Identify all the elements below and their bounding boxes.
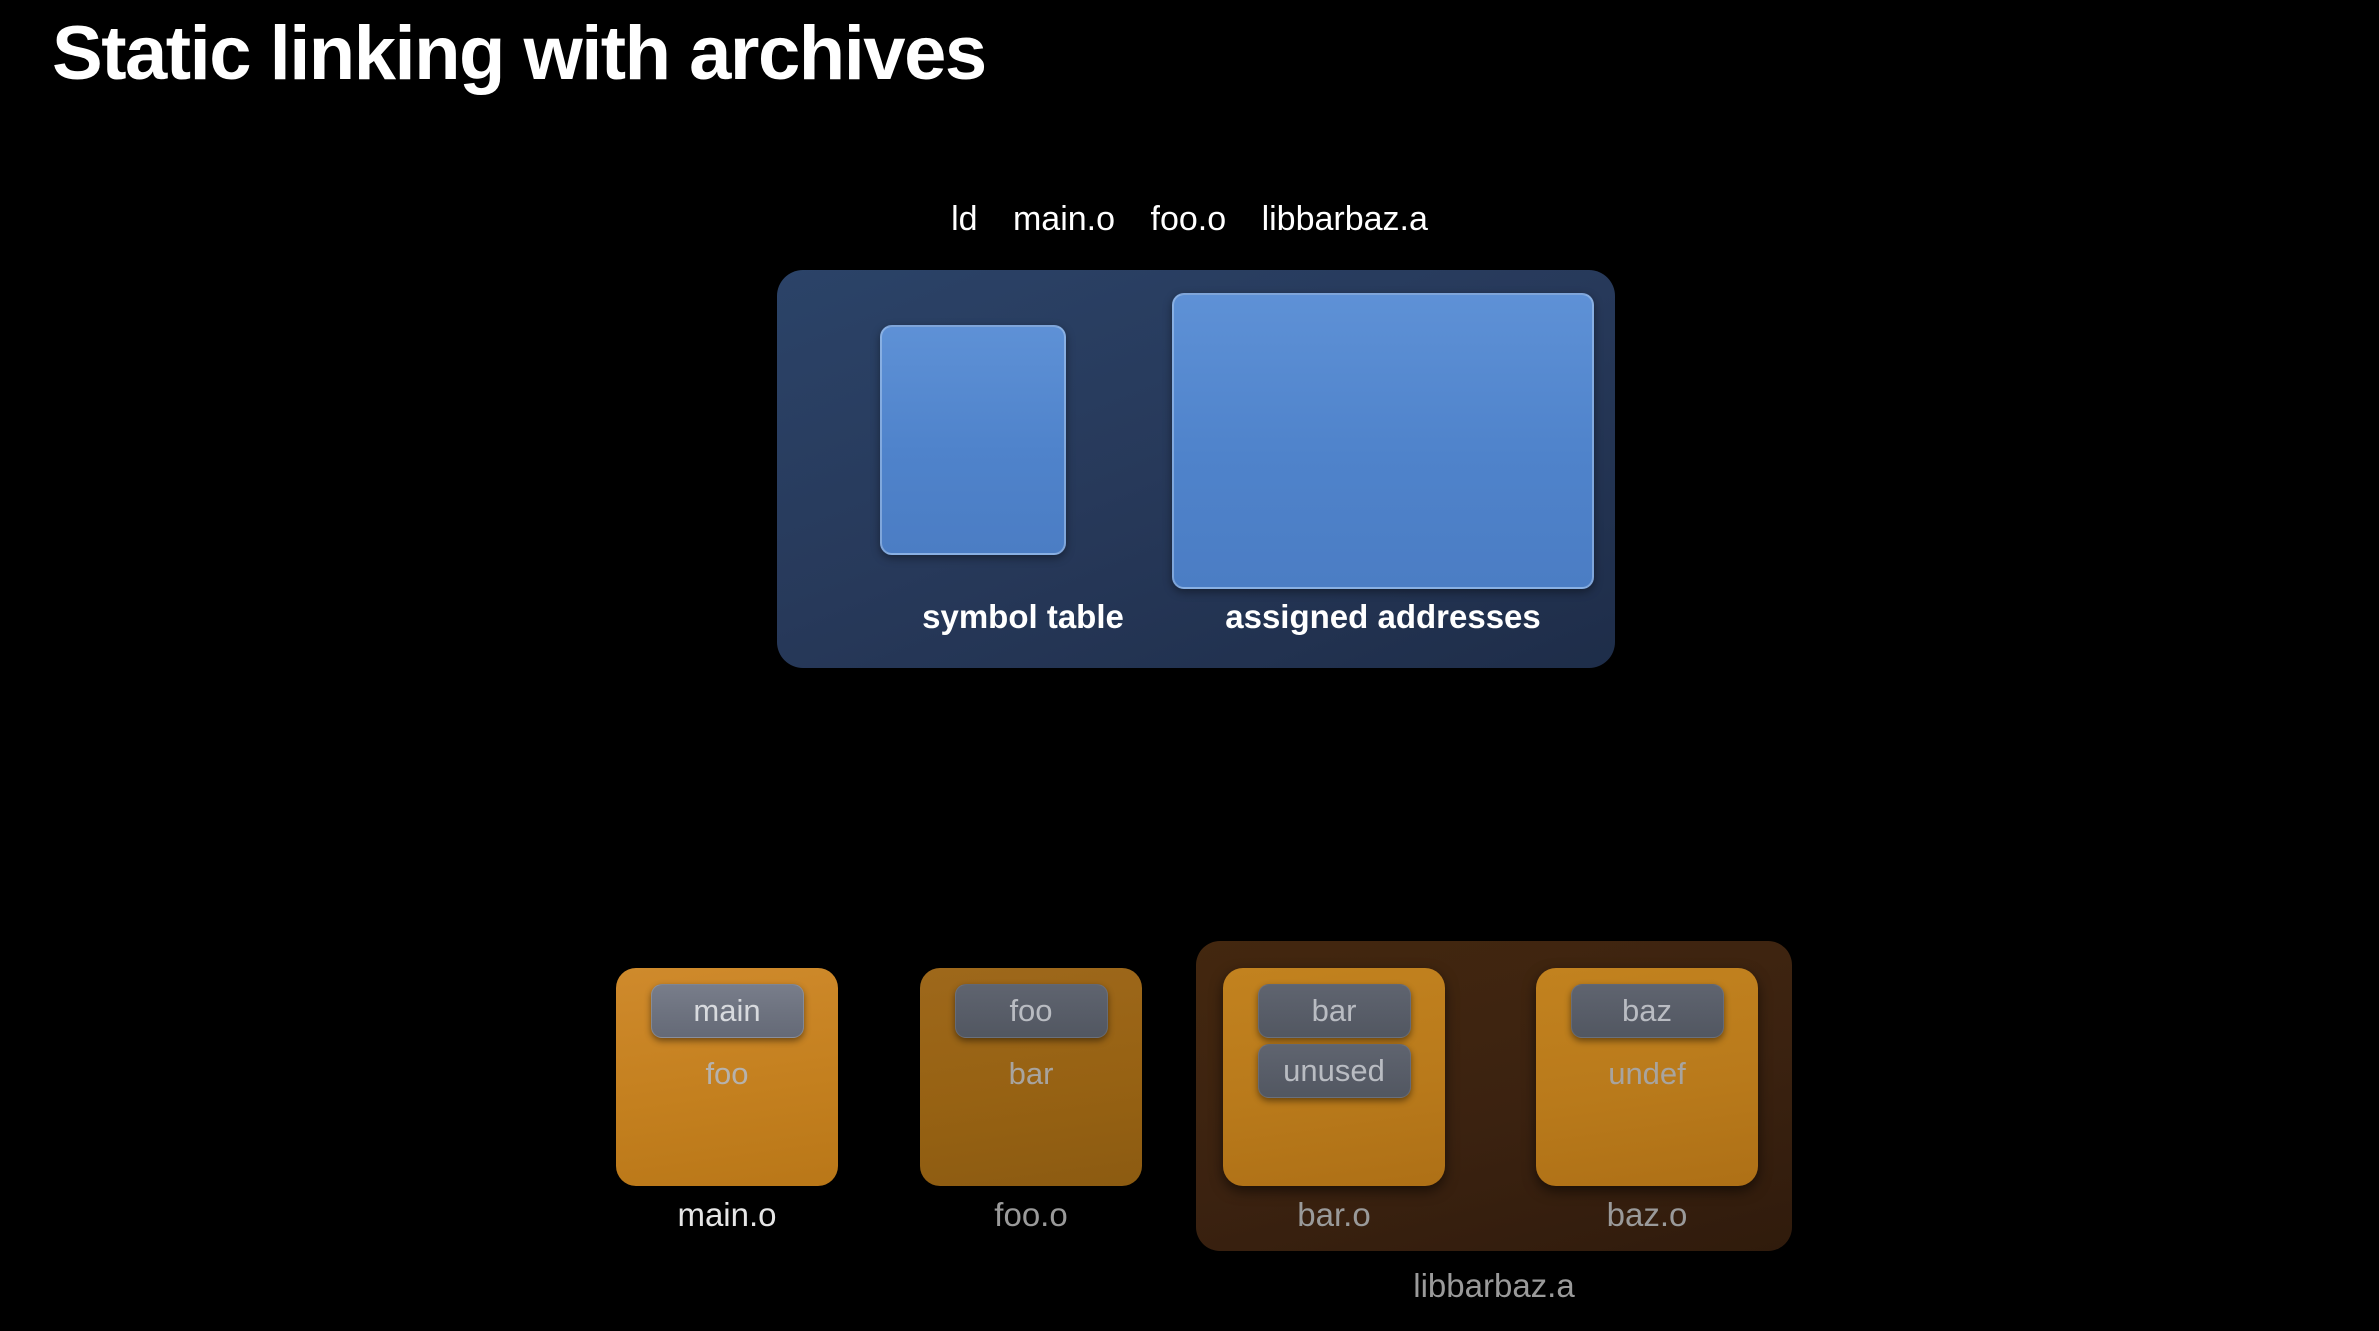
command-token-ld: ld: [951, 200, 978, 238]
assigned-addresses-box: [1172, 293, 1594, 589]
symbol-text-foo: foo: [705, 1056, 749, 1091]
symbol-pill-foo: foo: [954, 984, 1108, 1038]
object-file-label-baz-o: baz.o: [1606, 1196, 1688, 1233]
symbol-pill-main: main: [650, 984, 804, 1038]
command-token-foo-o: foo.o: [1150, 200, 1227, 238]
object-file-baz-o[interactable]: baz undef: [1536, 968, 1758, 1186]
symbol-pill-baz: baz: [1570, 984, 1724, 1038]
command-line: ld main.o foo.o libbarbaz.a: [0, 200, 2379, 239]
assigned-addresses-label: assigned addresses: [1225, 598, 1541, 635]
command-token-main-o: main.o: [1012, 200, 1116, 238]
symbol-text-undef: undef: [1608, 1056, 1686, 1091]
linker-panel: [777, 270, 1615, 668]
archive-label: libbarbaz.a: [1413, 1267, 1575, 1304]
symbol-pill-unused: unused: [1257, 1044, 1411, 1098]
symbol-text-bar: bar: [1008, 1056, 1054, 1091]
object-file-foo-o[interactable]: foo bar: [920, 968, 1142, 1186]
object-file-bar-o[interactable]: bar unused: [1223, 968, 1445, 1186]
command-token-libbarbaz-a: libbarbaz.a: [1261, 200, 1428, 238]
symbol-table-box: [880, 325, 1066, 555]
object-file-label-main-o: main.o: [677, 1196, 777, 1233]
page-title: Static linking with archives: [52, 11, 987, 96]
symbol-table-label: symbol table: [922, 598, 1124, 635]
object-file-main-o[interactable]: main foo: [616, 968, 838, 1186]
object-file-label-foo-o: foo.o: [994, 1196, 1068, 1233]
symbol-pill-bar: bar: [1257, 984, 1411, 1038]
object-file-label-bar-o: bar.o: [1297, 1196, 1371, 1233]
